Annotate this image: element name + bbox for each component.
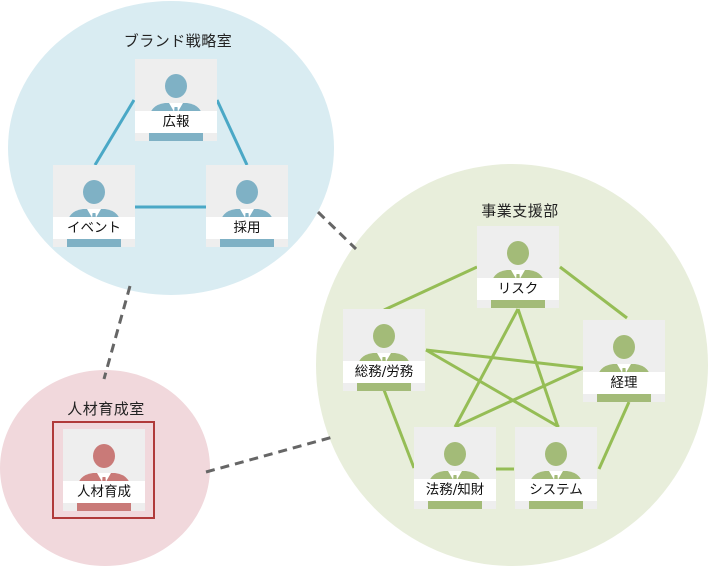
connector-hr-business <box>205 435 334 474</box>
member-card-pr[interactable]: 広報 <box>135 59 217 141</box>
connector-brand-business <box>316 210 358 251</box>
member-card-legal[interactable]: 法務/知財 <box>414 427 496 509</box>
member-label: システム <box>515 479 597 501</box>
member-card-system[interactable]: システム <box>515 427 597 509</box>
member-label: 広報 <box>135 111 217 133</box>
brand-links <box>93 99 249 209</box>
member-label: イベント <box>53 217 135 239</box>
member-card-general-affairs[interactable]: 総務/労務 <box>343 309 425 391</box>
member-card-risk[interactable]: リスク <box>477 226 559 308</box>
business-group-title: 事業支援部 <box>481 202 559 220</box>
brand-group-title: ブランド戦略室 <box>123 32 233 50</box>
member-card-event[interactable]: イベント <box>53 165 135 247</box>
member-label: 総務/労務 <box>343 361 425 383</box>
hr-highlight-frame <box>52 421 155 519</box>
hr-group-title: 人材育成室 <box>67 400 145 418</box>
member-card-hr[interactable]: 人材育成 <box>63 429 145 511</box>
member-label: 経理 <box>583 372 665 394</box>
member-card-recruit[interactable]: 採用 <box>206 165 288 247</box>
member-label: 採用 <box>206 217 288 239</box>
member-card-accounting[interactable]: 経理 <box>583 320 665 402</box>
member-label: 人材育成 <box>63 481 145 503</box>
business-links <box>382 265 631 471</box>
connector-brand-hr <box>102 285 132 380</box>
member-label: リスク <box>477 278 559 300</box>
member-label: 法務/知財 <box>414 479 496 501</box>
